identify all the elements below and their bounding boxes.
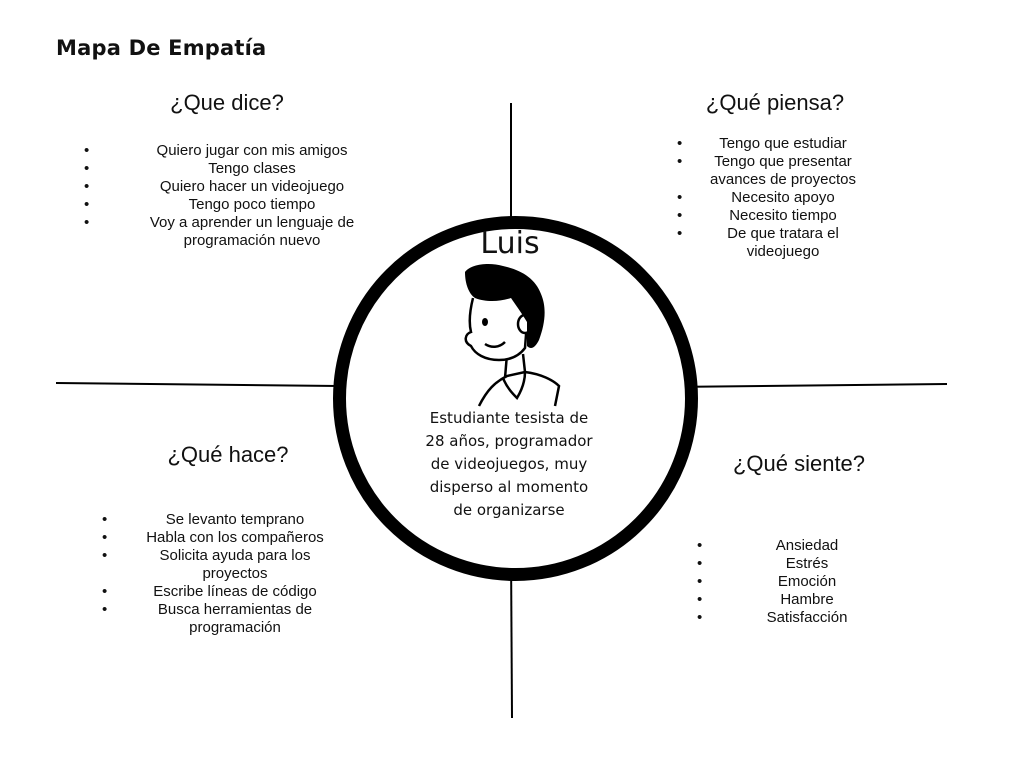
divider-right bbox=[667, 383, 948, 388]
list-item-hace: Habla con los compañeros bbox=[102, 529, 340, 547]
page-title: Mapa De Empatía bbox=[56, 36, 267, 60]
list-item-siente: Hambre bbox=[697, 591, 867, 609]
list-item-hace: Solicita ayuda para los proyectos bbox=[102, 547, 340, 583]
male-avatar-icon bbox=[464, 264, 561, 407]
list-item-dice: Tengo poco tiempo bbox=[84, 196, 368, 214]
list-item-dice: Tengo clases bbox=[84, 160, 368, 178]
quadrant-title-siente: ¿Qué siente? bbox=[732, 451, 866, 476]
list-item-siente: Ansiedad bbox=[697, 537, 867, 555]
quadrant-title-piensa: ¿Qué piensa? bbox=[705, 90, 845, 115]
quadrant-list-siente: AnsiedadEstrésEmociónHambreSatisfacción bbox=[697, 537, 867, 627]
list-item-dice: Quiero hacer un videojuego bbox=[84, 178, 368, 196]
persona-description: Estudiante tesista de 28 años, programad… bbox=[425, 409, 593, 519]
quadrant-list-hace: Se levanto tempranoHabla con los compañe… bbox=[102, 511, 340, 637]
list-item-hace: Busca herramientas de programación bbox=[102, 601, 340, 637]
persona-name: Luis bbox=[480, 226, 540, 261]
quadrant-title-hace: ¿Qué hace? bbox=[167, 442, 289, 467]
list-item-dice: Quiero jugar con mis amigos bbox=[84, 142, 368, 160]
list-item-siente: Satisfacción bbox=[697, 609, 867, 627]
divider-left bbox=[55, 382, 339, 387]
list-item-siente: Emoción bbox=[697, 573, 867, 591]
list-item-piensa: Tengo que presentar avances de proyectos bbox=[677, 153, 869, 189]
list-item-piensa: Tengo que estudiar bbox=[677, 135, 869, 153]
list-item-piensa: De que tratara el videojuego bbox=[677, 225, 869, 261]
list-item-siente: Estrés bbox=[697, 555, 867, 573]
list-item-hace: Escribe líneas de código bbox=[102, 583, 340, 601]
list-item-piensa: Necesito apoyo bbox=[677, 189, 869, 207]
quadrant-title-dice: ¿Que dice? bbox=[170, 90, 284, 115]
list-item-hace: Se levanto temprano bbox=[102, 511, 340, 529]
quadrant-list-dice: Quiero jugar con mis amigosTengo clasesQ… bbox=[84, 142, 368, 250]
quadrant-list-piensa: Tengo que estudiarTengo que presentar av… bbox=[677, 135, 869, 261]
list-item-dice: Voy a aprender un lenguaje de programaci… bbox=[84, 214, 368, 250]
list-item-piensa: Necesito tiempo bbox=[677, 207, 869, 225]
